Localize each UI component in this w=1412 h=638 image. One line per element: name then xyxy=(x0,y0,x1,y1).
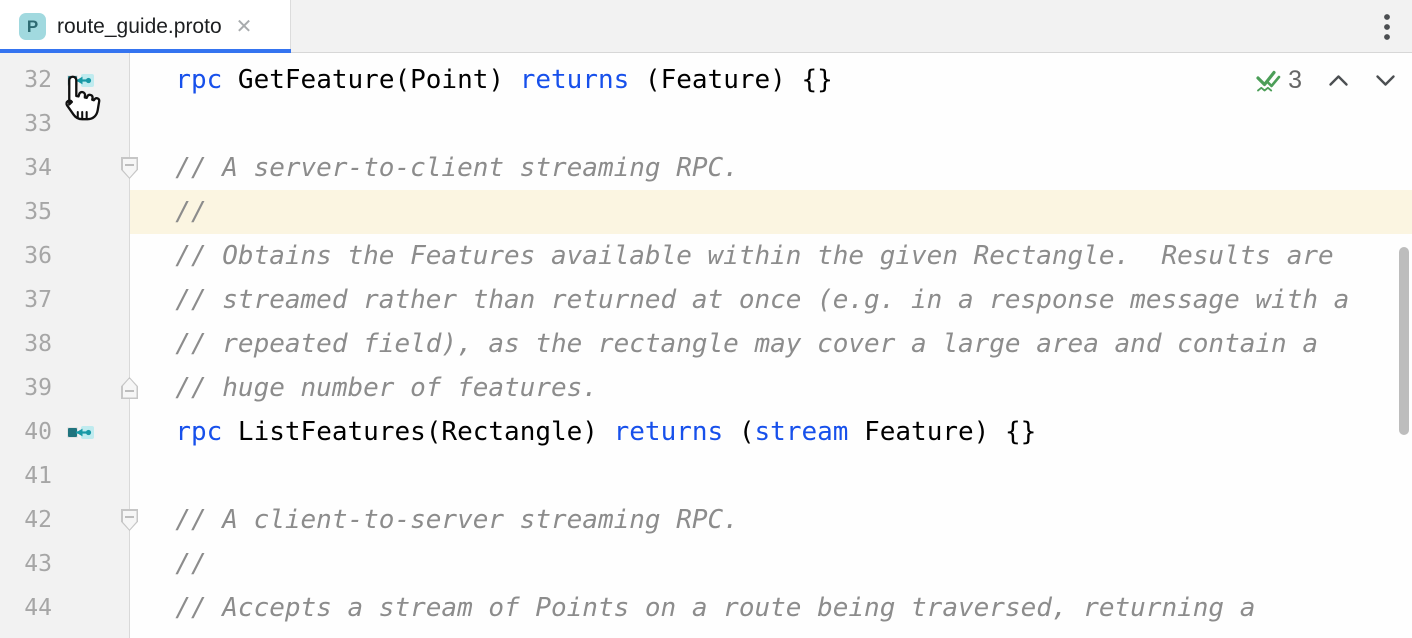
grpc-endpoint-gutter-icon[interactable] xyxy=(52,425,129,440)
code-line-row: 34 // A server-to-client streaming RPC. xyxy=(0,146,1412,190)
code-text[interactable]: // A client-to-server streaming RPC. xyxy=(144,505,739,535)
fold-region-start-marker[interactable] xyxy=(121,157,138,179)
next-highlighted-error-button[interactable] xyxy=(1375,74,1396,87)
editor-pane[interactable]: 32 rpc GetFeature(Point) returns (Featur… xyxy=(0,53,1412,638)
code-line-row: 42 // A client-to-server streaming RPC. xyxy=(0,498,1412,542)
code-line-row: 36 // Obtains the Features available wit… xyxy=(0,234,1412,278)
gutter-separator xyxy=(129,53,130,638)
code-text[interactable]: rpc ListFeatures(Rectangle) returns (str… xyxy=(175,417,1037,447)
line-number[interactable]: 44 xyxy=(24,595,52,621)
code-line-row: 40 rpc ListFeatures(Rectangle) returns (… xyxy=(0,410,1412,454)
line-number[interactable]: 43 xyxy=(24,551,52,577)
fold-region-end-marker[interactable] xyxy=(121,377,138,399)
code-line-row: 37 // streamed rather than returned at o… xyxy=(0,278,1412,322)
code-text[interactable]: // Accepts a stream of Points on a route… xyxy=(144,593,1256,623)
inspections-ok-icon xyxy=(1256,70,1281,91)
proto-file-icon-letter: P xyxy=(26,16,39,36)
code-line-row: 35 // xyxy=(0,190,1412,234)
inspections-widget[interactable]: 3 xyxy=(1256,66,1396,95)
grpc-endpoint-gutter-icon[interactable] xyxy=(52,73,129,88)
line-number[interactable]: 41 xyxy=(24,463,52,489)
code-text[interactable]: // repeated field), as the rectangle may… xyxy=(144,329,1318,359)
line-number[interactable]: 32 xyxy=(24,67,52,93)
editor-gutter xyxy=(0,53,129,638)
code-line-row: 43 // xyxy=(0,542,1412,586)
code-line-row: 41 xyxy=(0,454,1412,498)
line-number[interactable]: 36 xyxy=(24,243,52,269)
code-text[interactable]: // xyxy=(144,549,207,579)
line-number[interactable]: 39 xyxy=(24,375,52,401)
code-text[interactable]: // A server-to-client streaming RPC. xyxy=(144,153,739,183)
line-number[interactable]: 40 xyxy=(24,419,52,445)
close-icon[interactable]: ✕ xyxy=(235,15,253,38)
editor-rows: 32 rpc GetFeature(Point) returns (Featur… xyxy=(0,53,1412,630)
line-number[interactable]: 37 xyxy=(24,287,52,313)
tab-route-guide-proto[interactable]: P route_guide.proto ✕ xyxy=(0,0,291,53)
active-tab-indicator xyxy=(0,49,291,53)
code-text[interactable]: // xyxy=(144,197,207,227)
line-number[interactable]: 33 xyxy=(24,111,52,137)
prev-highlighted-error-button[interactable] xyxy=(1328,74,1349,87)
tab-title: route_guide.proto xyxy=(57,14,222,38)
code-text[interactable]: // Obtains the Features available within… xyxy=(144,241,1334,271)
code-text[interactable]: // huge number of features. xyxy=(144,373,598,403)
code-line-row: 39 // huge number of features. xyxy=(0,366,1412,410)
editor-tab-bar: P route_guide.proto ✕ xyxy=(0,0,1412,53)
line-number[interactable]: 34 xyxy=(24,155,52,181)
kebab-menu-icon xyxy=(1384,14,1390,40)
chevron-down-icon xyxy=(1376,75,1395,86)
code-text[interactable]: rpc GetFeature(Point) returns (Feature) … xyxy=(175,65,833,95)
code-line-row: 38 // repeated field), as the rectangle … xyxy=(0,322,1412,366)
code-line-row: 44 // Accepts a stream of Points on a ro… xyxy=(0,586,1412,630)
line-number[interactable]: 42 xyxy=(24,507,52,533)
code-line-row: 33 xyxy=(0,102,1412,146)
fold-region-start-marker[interactable] xyxy=(121,509,138,531)
fold-markers xyxy=(0,53,1412,638)
vertical-scrollbar-thumb[interactable] xyxy=(1399,247,1409,435)
line-number[interactable]: 38 xyxy=(24,331,52,357)
inspections-count: 3 xyxy=(1288,66,1302,94)
line-number[interactable]: 35 xyxy=(24,199,52,225)
code-text[interactable]: // streamed rather than returned at once… xyxy=(144,285,1350,315)
proto-file-icon: P xyxy=(19,13,46,40)
chevron-up-icon xyxy=(1329,75,1348,86)
code-line-row: 32 rpc GetFeature(Point) returns (Featur… xyxy=(0,58,1412,102)
more-options-button[interactable] xyxy=(1376,13,1398,41)
